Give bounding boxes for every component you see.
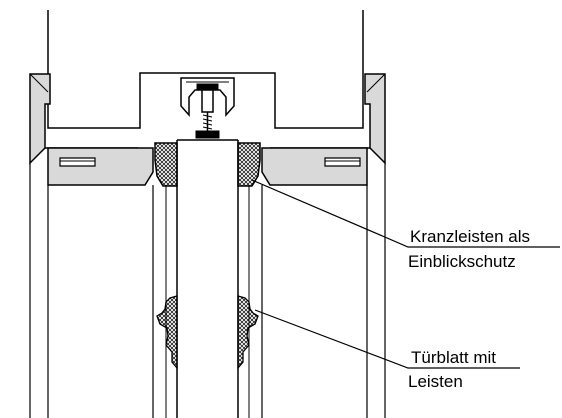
moulding-right xyxy=(237,295,259,370)
right-frame-board xyxy=(261,147,368,186)
right-corner-moulding xyxy=(270,73,386,165)
label-kranzleisten-line2: Einblickschutz xyxy=(408,252,516,271)
crown-strip-right xyxy=(237,142,261,187)
label-tuerblatt-line2: Leisten xyxy=(408,372,463,391)
upper-frame xyxy=(47,10,364,129)
left-frame-board xyxy=(47,147,154,186)
door-leaf xyxy=(165,139,250,418)
crown-strip-left xyxy=(154,142,178,187)
moulding-left xyxy=(156,295,178,370)
label-tuerblatt-line1: Türblatt mit xyxy=(411,348,497,367)
hanger-bolt xyxy=(195,112,220,139)
roller-hanger xyxy=(180,77,235,117)
leader-lines xyxy=(251,179,560,369)
label-kranzleisten-line1: Kranzleisten als xyxy=(410,227,531,246)
frame-verticals xyxy=(29,163,386,418)
